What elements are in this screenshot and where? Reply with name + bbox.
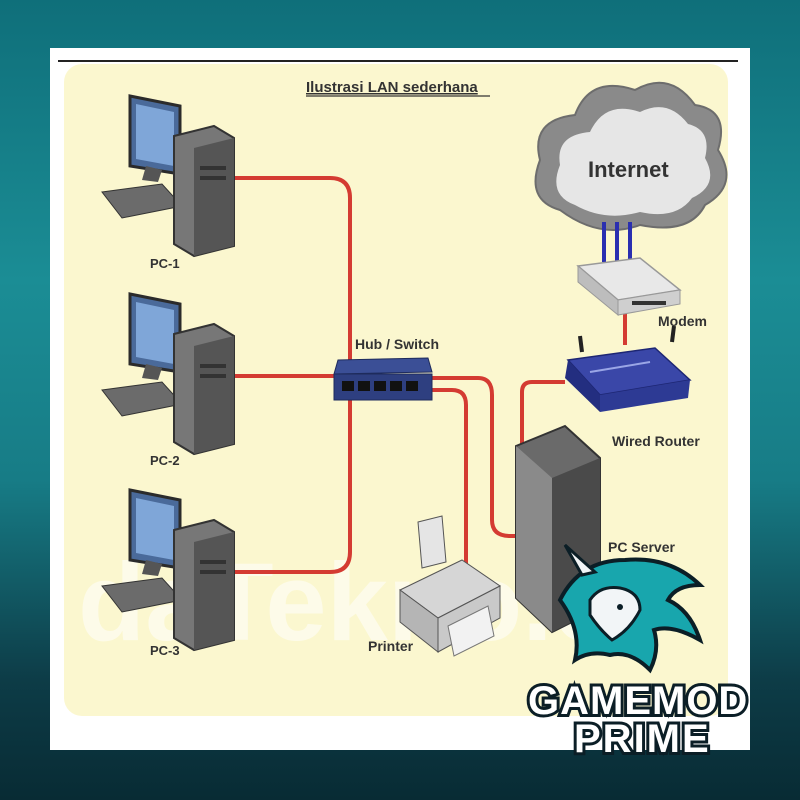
brand-name-line1: GAMEMOD <box>528 679 748 723</box>
pc3-computer <box>101 488 235 652</box>
pc2-label: PC-2 <box>150 453 180 468</box>
pc1-label: PC-1 <box>150 256 180 271</box>
brand-name-line2: PRIME <box>574 717 711 761</box>
pc3-label: PC-3 <box>150 643 180 658</box>
pc2-computer <box>101 292 235 456</box>
modem-label: Modem <box>658 313 707 329</box>
internet-cloud: Internet <box>534 81 728 231</box>
cable-hub-server-b <box>428 388 468 578</box>
hub-label: Hub / Switch <box>355 336 439 352</box>
internet-link <box>602 222 632 262</box>
router-device <box>565 325 692 412</box>
pc1-computer <box>101 94 235 258</box>
router-label: Wired Router <box>612 433 700 449</box>
diagram-title: Ilustrasi LAN sederhana <box>306 79 478 96</box>
cables <box>230 176 627 578</box>
modem-device <box>576 257 682 317</box>
internet-label: Internet <box>588 157 669 182</box>
cable-pc3-hub <box>230 395 352 574</box>
server-label: PC Server <box>608 539 675 555</box>
unicorn-logo-icon <box>557 543 705 674</box>
hub-switch-device <box>333 357 433 401</box>
cable-router-server <box>520 380 565 446</box>
cable-pc1-hub <box>230 176 352 360</box>
printer-label: Printer <box>368 638 414 654</box>
printer-device <box>399 515 501 657</box>
top-rule <box>58 60 738 62</box>
cable-hub-server-a <box>428 376 520 538</box>
